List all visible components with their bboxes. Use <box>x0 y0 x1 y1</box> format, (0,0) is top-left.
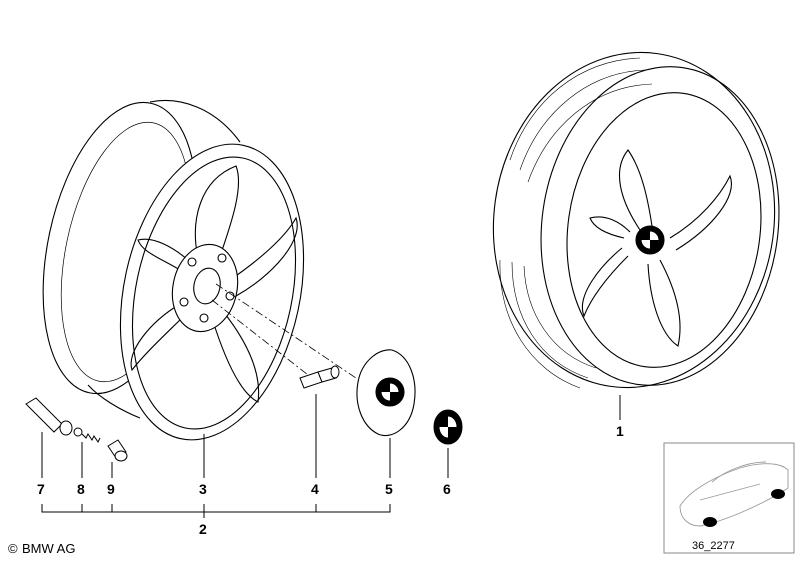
callout-1: 1 <box>616 423 624 439</box>
valve-cap-illustration <box>107 439 128 462</box>
bmw-emblem-illustration <box>433 409 463 445</box>
copyright-symbol: © <box>8 541 18 556</box>
thumbnail-ref-code: 36_2277 <box>692 540 735 552</box>
callout-9: 9 <box>107 481 115 497</box>
callout-4: 4 <box>311 481 319 497</box>
alloy-rim-illustration <box>42 99 305 441</box>
callout-8: 8 <box>77 481 85 497</box>
assembly-guide-lines <box>211 283 357 379</box>
leader-lines <box>41 394 621 518</box>
wheel-bolt-illustration <box>299 365 340 389</box>
valve-stem-illustration <box>25 397 73 436</box>
complete-wheel-tyre-illustration <box>492 51 780 389</box>
callout-5: 5 <box>385 481 393 497</box>
vehicle-thumbnail: 36_2277 <box>663 442 795 554</box>
valve-insert-illustration <box>73 427 101 443</box>
callout-3: 3 <box>199 481 207 497</box>
callout-7: 7 <box>37 481 45 497</box>
copyright-text: BMW AG <box>22 541 75 556</box>
hub-cap-illustration <box>356 349 416 436</box>
callout-2: 2 <box>199 521 207 537</box>
callout-6: 6 <box>443 481 451 497</box>
